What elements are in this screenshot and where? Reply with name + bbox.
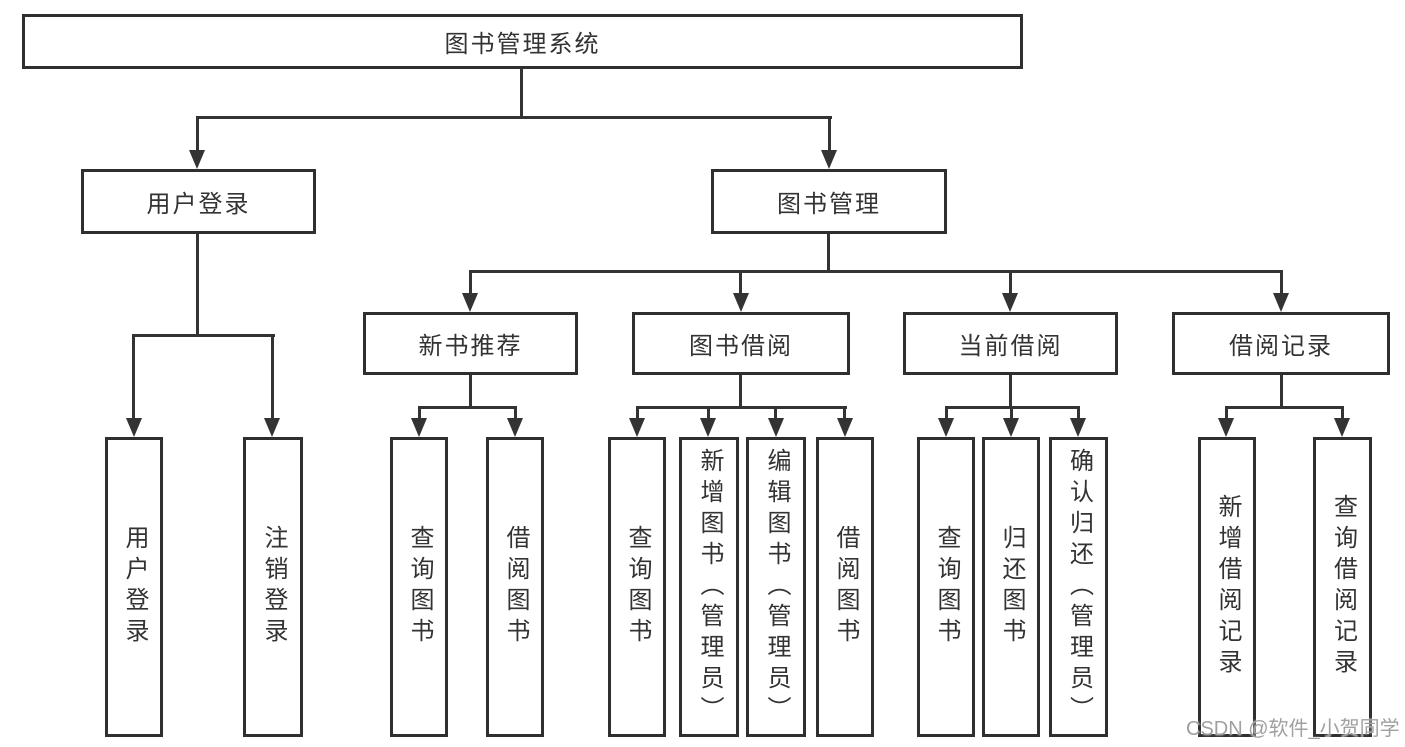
arrow-down-icon	[700, 418, 716, 437]
leaf-nb-query-books: 查询图书	[390, 437, 448, 737]
leaf-cb-return-books: 归还图书	[982, 437, 1040, 737]
arrow-down-icon	[189, 150, 205, 169]
leaf-logout-login: 注销登录	[243, 437, 303, 737]
connector-br-drop	[1280, 375, 1283, 408]
arrow-down-icon	[1273, 293, 1289, 312]
arrow-down-icon	[1002, 293, 1018, 312]
connector-to-leaf	[418, 406, 421, 420]
node-current-borrowing: 当前借阅	[903, 312, 1118, 375]
arrow-down-icon	[821, 150, 837, 169]
connector-nb-rail	[418, 406, 517, 409]
connector-to-leaf	[1077, 406, 1080, 420]
connector-to-leaf	[1225, 406, 1228, 420]
arrow-down-icon	[768, 418, 784, 437]
leaf-user-login: 用户登录	[105, 437, 163, 737]
connector-to-module	[469, 270, 472, 295]
leaf-bb-borrow-books: 借阅图书	[816, 437, 874, 737]
connector-book-management-drop	[827, 234, 830, 273]
arrow-down-icon	[1334, 418, 1350, 437]
connector-root-drop	[520, 68, 523, 118]
leaf-br-query-borrow-record: 查询借阅记录	[1313, 437, 1372, 737]
node-library-management-system: 图书管理系统	[22, 14, 1023, 69]
connector-to-leaf	[843, 406, 846, 420]
leaf-br-add-borrow-record: 新增借阅记录	[1198, 437, 1256, 737]
connector-to-module	[1009, 270, 1012, 295]
connector-nb-drop	[469, 375, 472, 408]
node-book-management: 图书管理	[711, 169, 947, 234]
arrow-down-icon	[1218, 418, 1234, 437]
connector-to-user-login	[196, 116, 199, 152]
leaf-cb-confirm-return-admin: 确认归还（管理员）	[1049, 437, 1108, 737]
arrow-down-icon	[733, 293, 749, 312]
connector-br-rail	[1225, 406, 1344, 409]
arrow-down-icon	[126, 418, 142, 437]
arrow-down-icon	[264, 418, 280, 437]
connector-to-leaf	[707, 406, 710, 420]
arrow-down-icon	[837, 418, 853, 437]
connector-root-rail	[196, 116, 832, 119]
leaf-bb-edit-books-admin: 编辑图书（管理员）	[746, 437, 806, 737]
leaf-label: 查询图书	[933, 525, 960, 649]
connector-to-book-management	[828, 116, 831, 152]
node-borrowing-records: 借阅记录	[1172, 312, 1390, 375]
connector-cb-drop	[1009, 375, 1012, 408]
connector-to-leaf	[636, 406, 639, 420]
leaf-nb-borrow-books: 借阅图书	[486, 437, 544, 737]
arrow-down-icon	[938, 418, 954, 437]
connector-book-management-rail	[469, 270, 1283, 273]
connector-bb-rail	[636, 406, 847, 409]
leaf-bb-add-books-admin: 新增图书（管理员）	[679, 437, 739, 737]
leaf-label: 查询借阅记录	[1329, 494, 1357, 680]
leaf-label: 归还图书	[998, 525, 1025, 649]
leaf-label: 借阅图书	[502, 525, 529, 649]
connector-to-module	[739, 270, 742, 295]
node-book-borrowing: 图书借阅	[632, 312, 850, 375]
leaf-bb-query-books: 查询图书	[608, 437, 666, 737]
arrow-down-icon	[507, 418, 523, 437]
connector-to-leaf	[514, 406, 517, 420]
connector-bb-drop	[739, 375, 742, 408]
watermark: CSDN @软件_小贺同学	[1186, 718, 1400, 740]
leaf-label: 新增图书（管理员）	[696, 447, 723, 727]
leaf-label: 新增借阅记录	[1214, 494, 1241, 680]
leaf-label: 查询图书	[624, 525, 651, 649]
connector-to-leaf	[945, 406, 948, 420]
node-user-login: 用户登录	[81, 169, 316, 234]
leaf-label: 查询图书	[406, 525, 433, 649]
leaf-label: 用户登录	[121, 525, 148, 649]
leaf-cb-query-books: 查询图书	[917, 437, 975, 737]
connector-user-login-rail	[132, 334, 275, 337]
connector-user-login-drop	[196, 234, 199, 337]
arrow-down-icon	[629, 418, 645, 437]
connector-to-leaf	[271, 334, 274, 420]
node-new-book-recommendation: 新书推荐	[363, 312, 578, 375]
connector-to-leaf	[774, 406, 777, 420]
connector-to-leaf	[1010, 406, 1013, 420]
connector-to-module	[1280, 270, 1283, 295]
leaf-label: 借阅图书	[832, 525, 859, 649]
leaf-label: 确认归还（管理员）	[1065, 447, 1093, 727]
leaf-label: 编辑图书（管理员）	[763, 447, 790, 727]
connector-to-leaf	[1341, 406, 1344, 420]
leaf-label: 注销登录	[260, 525, 287, 649]
arrow-down-icon	[1070, 418, 1086, 437]
arrow-down-icon	[1003, 418, 1019, 437]
arrow-down-icon	[462, 293, 478, 312]
arrow-down-icon	[411, 418, 427, 437]
connector-to-leaf	[132, 334, 135, 420]
